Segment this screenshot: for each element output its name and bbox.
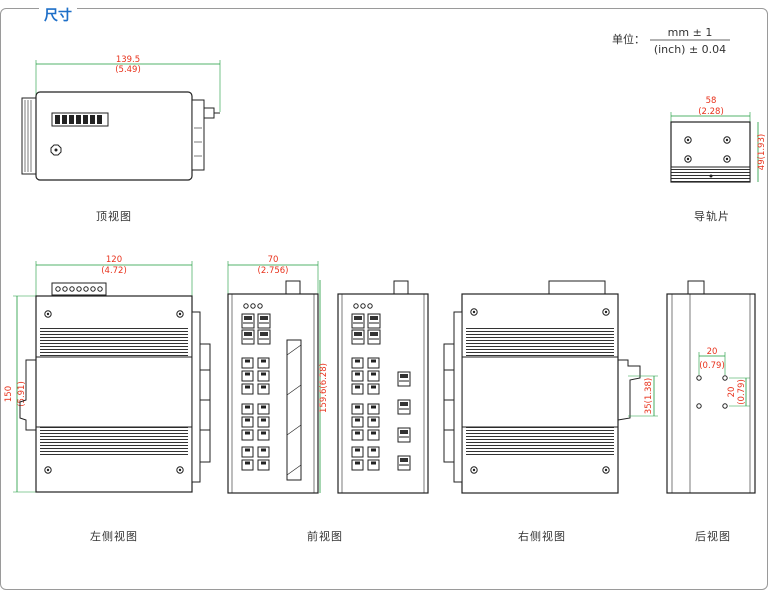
unit-numerator: mm ± 1 (668, 26, 713, 39)
back-hole-y-inch: (0.79) (737, 379, 747, 405)
left-height-mm: 150 (4, 386, 14, 402)
rail-height: 49(1.93) (757, 134, 767, 170)
section-title: 尺寸 (39, 7, 77, 25)
left-width-inch: (4.72) (101, 266, 127, 276)
rail-caption: 导轨片 (694, 209, 730, 223)
right-view-caption: 右侧视图 (518, 529, 566, 543)
unit-prefix: 单位： (612, 32, 645, 46)
rail-width-mm: 58 (706, 96, 717, 106)
top-width-inch: (5.49) (115, 65, 141, 75)
rail-width-inch: (2.28) (698, 107, 724, 117)
top-view-caption: 顶视图 (96, 209, 132, 223)
back-view: 20 (0.79) 20 (0.79) 后视图 (666, 280, 756, 543)
front-width-inch: (2.756) (258, 266, 289, 276)
front-view-caption: 前视图 (307, 529, 343, 543)
left-view-caption: 左侧视图 (90, 529, 138, 543)
drawing-frame: 尺寸 (0, 7, 768, 590)
right-clip-dimension: 35(1.38) (644, 378, 654, 414)
front-height: 159.6(6.28) (319, 363, 329, 413)
front-view-alt (337, 280, 429, 494)
back-hole-x-mm: 20 (707, 347, 718, 357)
right-side-view: 35(1.38) 右侧视图 (443, 280, 658, 543)
left-width-mm: 120 (106, 255, 122, 265)
left-side-view: 120 (4.72) 150 (5.91) 左侧视图 (4, 255, 211, 543)
top-width-mm: 139.5 (116, 55, 140, 65)
front-view: 70 (2.756) 159.6(6.28) 前视图 (227, 255, 343, 543)
back-hole-x-inch: (0.79) (699, 361, 725, 371)
left-height-inch: (5.91) (17, 381, 27, 407)
top-view: 139.5 (5.49) 顶视图 (21, 55, 221, 223)
rail-view: 58 (2.28) 49(1.93) 导轨片 (670, 96, 767, 223)
unit-legend: 单位： mm ± 1 (inch) ± 0.04 (612, 26, 730, 56)
front-width-mm: 70 (268, 255, 279, 265)
back-hole-y-mm: 20 (727, 387, 737, 398)
back-view-caption: 后视图 (695, 529, 731, 543)
unit-denominator: (inch) ± 0.04 (654, 43, 726, 56)
